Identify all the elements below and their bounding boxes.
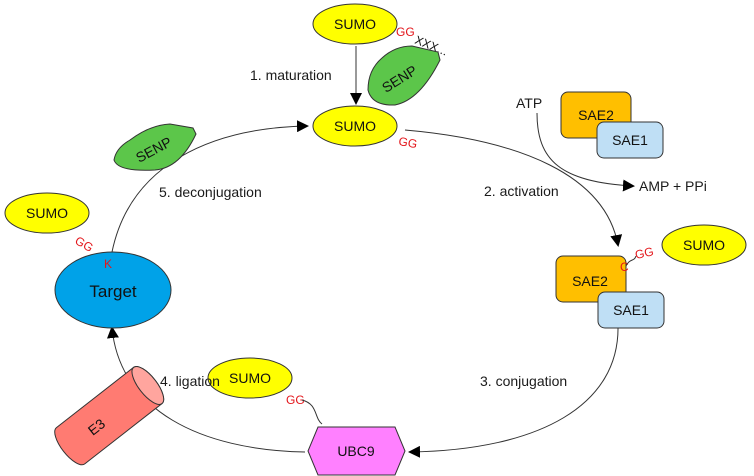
sae-sumo-gg-residue: GG bbox=[634, 244, 655, 262]
arc-ligation bbox=[107, 326, 306, 453]
sae2-cys-residue: C bbox=[620, 260, 629, 274]
step-activation-label: 2. activation bbox=[484, 183, 559, 199]
target-gg-residue: GG bbox=[73, 233, 96, 254]
atp-consumption-arrow bbox=[536, 112, 635, 192]
atp-label: ATP bbox=[516, 95, 542, 111]
mature-gg-residue: GG bbox=[397, 134, 418, 151]
target-label: Target bbox=[89, 282, 137, 301]
step-conjugation-label: 3. conjugation bbox=[480, 373, 567, 389]
sumo-mature: SUMO GG bbox=[312, 105, 418, 151]
sumo-precursor: SUMO GG XXX... bbox=[312, 3, 450, 59]
ubc9-bound-sumo-label: SUMO bbox=[229, 370, 271, 386]
arc-conjugation bbox=[408, 324, 619, 458]
step-maturation-label: 1. maturation bbox=[250, 67, 332, 83]
senp-deconjugation: SENP bbox=[113, 123, 197, 171]
senp-maturation: SENP bbox=[367, 45, 441, 106]
ubc9-sumo-gg-residue: GG bbox=[286, 393, 305, 407]
target-sumo-complex: SUMO GG Target K bbox=[4, 192, 172, 329]
ubc9-label: UBC9 bbox=[337, 443, 375, 459]
step-deconjugation-label: 5. deconjugation bbox=[159, 184, 262, 200]
e3-ligase: E3 bbox=[54, 365, 165, 466]
sumo-mature-label: SUMO bbox=[334, 118, 376, 134]
sae1-free-label: SAE1 bbox=[612, 132, 648, 148]
sae1-bound-label: SAE1 bbox=[613, 302, 649, 318]
sae-bound-sumo-label: SUMO bbox=[683, 237, 725, 253]
amp-ppi-label: AMP + PPi bbox=[639, 178, 707, 194]
step-ligation-label: 4. ligation bbox=[160, 373, 220, 389]
sae-sumo-complex: SAE2 SAE1 C GG SUMO bbox=[555, 224, 747, 329]
target-lys-residue: K bbox=[104, 257, 112, 271]
precursor-gg-residue: GG bbox=[396, 25, 415, 39]
target-bound-sumo-label: SUMO bbox=[26, 205, 68, 221]
sae2-bound-label: SAE2 bbox=[572, 273, 608, 289]
sae-complex-free: SAE2 SAE1 bbox=[560, 91, 664, 159]
sae2-free-label: SAE2 bbox=[578, 107, 614, 123]
sumo-precursor-label: SUMO bbox=[334, 16, 376, 32]
ubc9-sumo-complex: SUMO GG C UBC9 bbox=[207, 357, 406, 476]
arc-activation bbox=[404, 129, 623, 247]
